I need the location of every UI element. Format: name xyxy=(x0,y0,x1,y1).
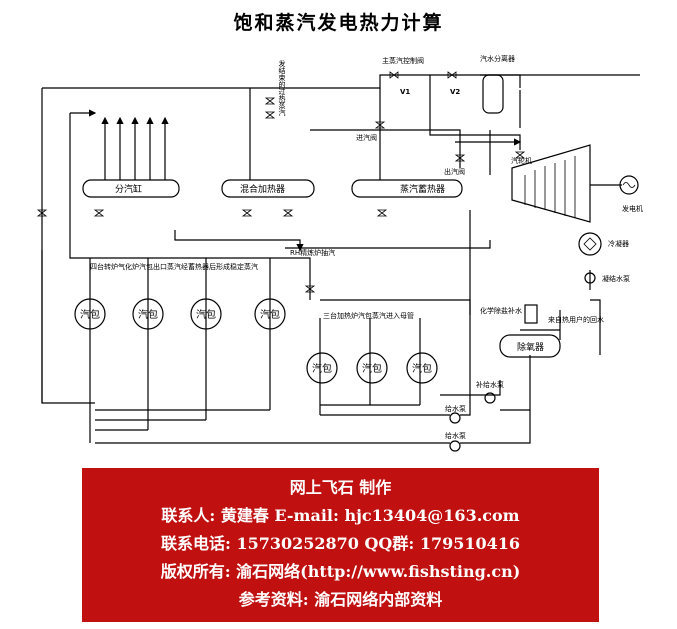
drum-label: 汽包 xyxy=(196,308,216,321)
mixer-vessel xyxy=(221,179,315,198)
drum xyxy=(356,352,388,384)
feed-pump-upper-label: 补给水泵 xyxy=(476,380,504,389)
heating-note: 三台加热炉汽包蒸汽进入母管 xyxy=(323,311,414,320)
generator-wave xyxy=(622,182,636,188)
main-valve-label: 主蒸汽控制阀 xyxy=(382,56,424,65)
banner-line-1: 网上飞石 制作 xyxy=(289,478,392,497)
turbine-label: 汽轮机 xyxy=(511,156,532,165)
banner-line-4: 版权所有: 渝石网络(http://www.fishsting.cn) xyxy=(160,562,521,581)
feed-pump-upper-icon xyxy=(484,392,496,404)
drum-label: 汽包 xyxy=(138,308,158,321)
feed-pump-a-label: 给水泵 xyxy=(445,404,466,413)
deaerator-vessel xyxy=(499,334,561,358)
deaerator-head xyxy=(524,304,538,324)
feed-pump-b-icon xyxy=(449,440,461,452)
thermal-diagram: 分汽缸 混合加热器 蒸汽蓄热器 汽水分离器 汽轮机 发电机 冷凝器 凝结水泵 除… xyxy=(36,54,643,452)
inlet-valve-label: 进汽阀 xyxy=(356,133,377,142)
drum-label: 汽包 xyxy=(312,362,332,375)
drum-label: 汽包 xyxy=(80,308,100,321)
superheat-label: 发结束的过热蒸汽 xyxy=(278,59,286,116)
splitter-label: 分汽缸 xyxy=(115,183,142,195)
deaerator-label: 除氧器 xyxy=(517,341,544,353)
accumulator-label: 蒸汽蓄热器 xyxy=(400,183,445,195)
drum xyxy=(254,298,286,330)
drum xyxy=(190,298,222,330)
generator-icon xyxy=(619,175,639,195)
drum-label: 汽包 xyxy=(362,362,382,375)
drum-label: 汽包 xyxy=(412,362,432,375)
accumulator-vessel xyxy=(351,179,463,198)
v1-label: V1 xyxy=(400,88,410,96)
condenser-label: 冷凝器 xyxy=(608,239,629,248)
separator-vessel xyxy=(482,74,504,114)
page-title: 饱和蒸汽发电热力计算 xyxy=(233,12,444,34)
banner-line-2: 联系人: 黄建春 E-mail: hjc13404@163.com xyxy=(161,506,520,525)
generator-label: 发电机 xyxy=(622,204,643,213)
return-water-label: 来自热用户的回水 xyxy=(548,315,604,324)
steam-piping xyxy=(41,74,640,411)
drum-label: 汽包 xyxy=(260,308,280,321)
heating-drums xyxy=(306,318,438,415)
turbine-shape xyxy=(511,144,591,223)
credits-banner: 网上飞石 制作 联系人: 黄建春 E-mail: hjc13404@163.co… xyxy=(82,468,599,622)
valves xyxy=(36,71,526,293)
condenser-coil xyxy=(583,237,597,251)
turbine-blades xyxy=(524,156,576,218)
rh-label: RH精炼炉抽汽 xyxy=(290,248,335,257)
splitter-vessel xyxy=(82,179,180,198)
feed-pump-b-label: 给水泵 xyxy=(445,431,466,440)
v2-label: V2 xyxy=(450,88,460,96)
banner-line-5: 参考资料: 渝石网络内部资料 xyxy=(238,590,443,609)
feed-pump-a-icon xyxy=(449,412,461,424)
converter-drums xyxy=(74,258,286,443)
banner-line-3: 联系电话: 15730252870 QQ群: 179510416 xyxy=(160,534,521,553)
chem-water-label: 化学除盐补水 xyxy=(480,306,522,315)
converter-note: 四台转炉气化炉汽包出口蒸汽经蓄热器后形成稳定蒸汽 xyxy=(90,262,258,271)
drum xyxy=(74,298,106,330)
condensate-pump-label: 凝结水泵 xyxy=(602,274,630,283)
drum xyxy=(306,352,338,384)
condensate-pump-icon xyxy=(584,272,596,284)
splitter-outlets xyxy=(101,116,169,180)
feed-line-lower-b xyxy=(460,410,531,444)
mixer-label: 混合加热器 xyxy=(240,183,285,195)
drum xyxy=(132,298,164,330)
separator-label: 汽水分离器 xyxy=(480,54,515,63)
outlet-valve-label: 出汽阀 xyxy=(444,167,465,176)
drum xyxy=(406,352,438,384)
condenser-icon xyxy=(578,232,602,256)
feed-line-upper-b xyxy=(460,395,471,416)
